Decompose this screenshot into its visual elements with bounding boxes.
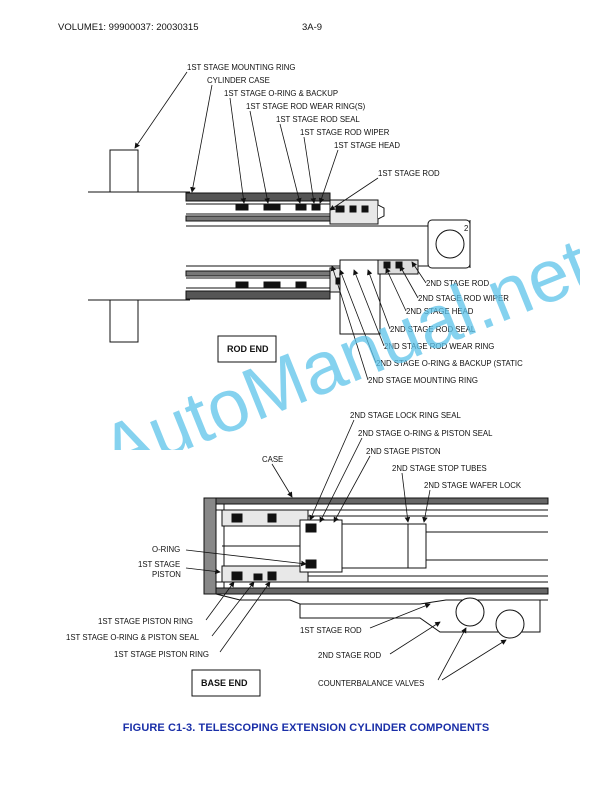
label-2nd-stage-oring-piston-seal: 2ND STAGE O-RING & PISTON SEAL	[358, 429, 493, 438]
label-case: CASE	[262, 455, 283, 464]
rod-end-bottom-leaders	[330, 261, 427, 381]
label-1st-stage-oring-backup: 1ST STAGE O-RING & BACKUP	[224, 89, 338, 98]
rod-end-drawing	[88, 149, 471, 343]
label-1st-stage-rod-seal: 1ST STAGE ROD SEAL	[276, 115, 360, 124]
base-end-top-leaders	[271, 419, 431, 523]
label-1st-stage-head: 1ST STAGE HEAD	[334, 141, 400, 150]
base-end-left-leaders	[185, 549, 307, 575]
rod-end-label: ROD END	[227, 344, 269, 354]
base-end-drawing	[203, 497, 549, 639]
label-2nd-stage-rod-seal: 2ND STAGE ROD SEAL	[390, 325, 476, 334]
label-2nd-stage-wafer-lock: 2ND STAGE WAFER LOCK	[424, 481, 522, 490]
label-cylinder-case: CYLINDER CASE	[207, 76, 270, 85]
label-1st-stage-rod-wiper: 1ST STAGE ROD WIPER	[300, 128, 390, 137]
base-end-bottom-left-labels: 1ST STAGE PISTON RING 1ST STAGE O-RING &…	[66, 617, 209, 659]
label-1st-stage-oring-piston-seal: 1ST STAGE O-RING & PISTON SEAL	[66, 633, 200, 642]
label-1st-stage-piston-ring-a: 1ST STAGE PISTON RING	[98, 617, 193, 626]
base-end-box	[191, 669, 261, 697]
label-o-ring: O-RING	[152, 545, 180, 554]
base-end-bottom-right-leaders	[369, 603, 507, 681]
label-2nd-stage-rod: 2ND STAGE ROD	[426, 279, 489, 288]
label-1st-stage-rod-wear-rings: 1ST STAGE ROD WEAR RING(S)	[246, 102, 366, 111]
rod-end-box	[217, 335, 277, 363]
rod-end-top-labels: 1ST STAGE MOUNTING RING CYLINDER CASE 1S…	[187, 63, 440, 178]
label-piston: PISTON	[152, 570, 181, 579]
rod-end-top-leaders	[134, 71, 379, 211]
pin-label: 2	[464, 224, 468, 233]
label-counterbalance-valves: COUNTERBALANCE VALVES	[318, 679, 424, 688]
label-2nd-stage-oring-backup: 2ND STAGE O-RING & BACKUP (STATIC	[376, 359, 523, 368]
label-1st-stage-mounting-ring: 1ST STAGE MOUNTING RING	[187, 63, 295, 72]
label-2nd-stage-piston: 2ND STAGE PISTON	[366, 447, 441, 456]
label-2nd-stage-stop-tubes: 2ND STAGE STOP TUBES	[392, 464, 487, 473]
label-1st-stage-rod-base: 1ST STAGE ROD	[300, 626, 362, 635]
base-end-bottom-right-labels: 1ST STAGE ROD 2ND STAGE ROD COUNTERBALAN…	[300, 626, 424, 688]
label-2nd-stage-rod-wear-ring: 2ND STAGE ROD WEAR RING	[384, 342, 494, 351]
label-2nd-stage-lock-ring-seal: 2ND STAGE LOCK RING SEAL	[350, 411, 461, 420]
label-2nd-stage-mounting-ring: 2ND STAGE MOUNTING RING	[368, 376, 478, 385]
label-1st-stage: 1ST STAGE	[138, 560, 180, 569]
label-1st-stage-piston-ring-b: 1ST STAGE PISTON RING	[114, 650, 209, 659]
base-end-label: BASE END	[201, 678, 248, 688]
base-end-bottom-left-leaders	[205, 581, 271, 653]
label-2nd-stage-rod-wiper: 2ND STAGE ROD WIPER	[418, 294, 509, 303]
page-header-left: VOLUME1: 99900037: 20030315	[58, 22, 199, 33]
label-2nd-stage-rod-base: 2ND STAGE ROD	[318, 651, 381, 660]
base-end-left-labels: O-RING 1ST STAGE PISTON	[138, 545, 181, 579]
label-1st-stage-rod: 1ST STAGE ROD	[378, 169, 440, 178]
base-end-top-labels: 2ND STAGE LOCK RING SEAL 2ND STAGE O-RIN…	[262, 411, 522, 490]
page-number: 3A-9	[302, 22, 323, 33]
rod-end-bottom-labels: 2ND STAGE ROD 2ND STAGE ROD WIPER 2ND ST…	[368, 279, 523, 385]
figure-caption: FIGURE C1-3. TELESCOPING EXTENSION CYLIN…	[122, 722, 490, 734]
label-2nd-stage-head: 2ND STAGE HEAD	[406, 307, 474, 316]
